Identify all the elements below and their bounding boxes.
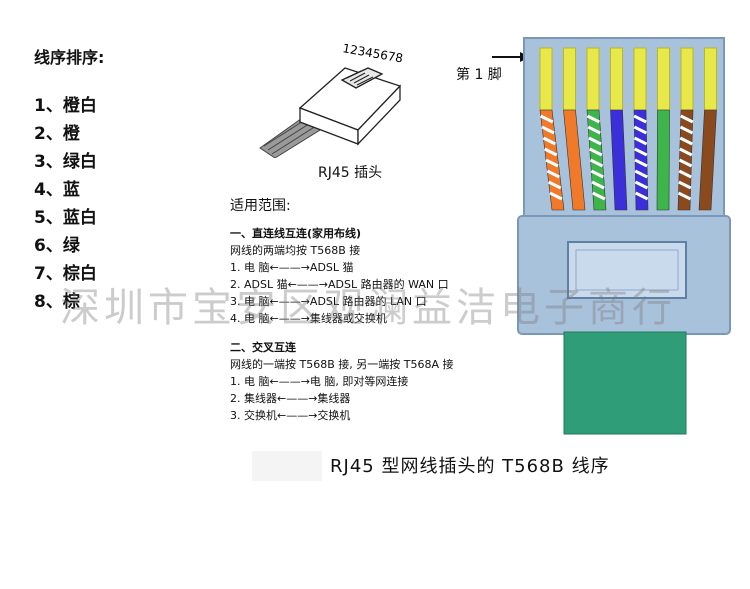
section2-heading: 二、交叉互连 <box>230 341 296 354</box>
wire-stripe <box>633 136 648 146</box>
section2-line: 1. 电 脑←——→电 脑, 即对等网连接 <box>230 375 409 388</box>
rj45-t568b-diagram <box>492 37 731 435</box>
pin-contact <box>610 47 623 111</box>
wire-stripe <box>634 169 648 179</box>
wire-order-item: 5、蓝白 <box>34 208 97 228</box>
wire-order-item: 2、橙 <box>34 124 80 144</box>
section1-line: 3. 电 脑←——→ADSL 路由器的 LAN 口 <box>230 295 427 308</box>
rj45-plug-sketch: 12345678 <box>259 41 404 158</box>
usage-panel: 适用范围: 一、直连线互连(家用布线) 网线的两端均按 T568B 接 1. 电… <box>230 198 453 424</box>
section2-line: 2. 集线器←——→集线器 <box>230 392 351 405</box>
plug-caption: RJ45 插头 <box>318 165 383 181</box>
wire-stripe <box>634 147 648 157</box>
watermark: 深圳市宝安区观澜益洁电子商行 <box>60 285 676 331</box>
wire-stripe <box>633 125 648 135</box>
caption-strip <box>252 451 322 481</box>
usage-title: 适用范围: <box>230 198 291 214</box>
wire-stripe <box>634 158 648 168</box>
wire-stripe <box>589 147 603 157</box>
pin-contact <box>704 47 717 111</box>
solid-wire <box>656 109 670 211</box>
wire-stripe <box>679 147 693 157</box>
pin-contact <box>680 47 694 111</box>
cable-jacket <box>563 331 687 435</box>
pin-contact <box>633 47 647 111</box>
diagram-caption: RJ45 型网线插头的 T568B 线序 <box>330 456 610 477</box>
wire-stripe <box>679 136 693 146</box>
wire-stripe <box>545 158 559 168</box>
wire-stripe <box>678 180 692 190</box>
section1-line: 1. 电 脑←——→ADSL 猫 <box>230 261 354 274</box>
wire-stripe <box>592 191 606 201</box>
pin-contact <box>539 47 553 111</box>
wire-stripe <box>678 169 692 179</box>
plug-latch-window <box>567 241 687 299</box>
striped-wire <box>539 109 565 211</box>
wire-stripe <box>589 158 604 168</box>
wire-stripe <box>541 125 555 135</box>
solid-wire <box>563 109 586 211</box>
pin-contact <box>563 47 576 111</box>
wire-stripe <box>546 169 560 179</box>
wire-order-item: 8、棕 <box>34 292 80 312</box>
wire-group <box>539 47 717 211</box>
wire-stripe <box>680 114 694 124</box>
wire-stripe <box>542 136 557 146</box>
wire-stripe <box>588 136 602 146</box>
wire-order-item: 4、蓝 <box>34 180 80 200</box>
wire-stripe <box>547 180 562 190</box>
wire-stripe <box>677 191 692 201</box>
pin-number-label: 12345678 <box>341 41 404 65</box>
wire-order-list: 1、橙白 2、橙 3、绿白 4、蓝 5、蓝白 6、绿 7、棕白 8、棕 <box>34 92 97 316</box>
wire-order-item: 7、棕白 <box>34 264 97 284</box>
section1-line: 4. 电 脑←——→集线器或交换机 <box>230 312 387 325</box>
wire-stripe <box>586 114 601 124</box>
section2-line: 3. 交换机←——→交换机 <box>230 409 351 422</box>
wire-stripe <box>634 180 649 190</box>
wire-stripe <box>587 125 601 135</box>
wire-stripe <box>549 191 563 201</box>
wire-stripe <box>590 169 604 179</box>
wire-order-item: 3、绿白 <box>34 152 97 172</box>
wire-stripe <box>679 125 694 135</box>
pin-contact <box>657 47 670 111</box>
wire-stripe <box>544 147 558 157</box>
wire-order-item: 6、绿 <box>34 236 80 256</box>
wire-stripe <box>633 114 647 124</box>
wire-order-item: 1、橙白 <box>34 96 97 116</box>
wire-stripe <box>540 114 554 124</box>
solid-wire <box>698 109 717 211</box>
wire-stripe <box>634 191 649 201</box>
section1-intro: 网线的两端均按 T568B 接 <box>230 244 361 257</box>
order-title: 线序排序: <box>34 48 105 67</box>
section2-intro: 网线的一端按 T568B 接, 另一端按 T568A 接 <box>230 358 454 371</box>
section1-line: 2. ADSL 猫←——→ADSL 路由器的 WAN 口 <box>230 278 449 291</box>
pin1-label: 第 1 脚 <box>456 67 502 83</box>
section1-heading: 一、直连线互连(家用布线) <box>230 227 362 240</box>
wire-stripe <box>678 158 693 168</box>
solid-wire <box>610 109 628 211</box>
pin-contact <box>586 47 600 111</box>
wire-stripe <box>591 180 605 190</box>
